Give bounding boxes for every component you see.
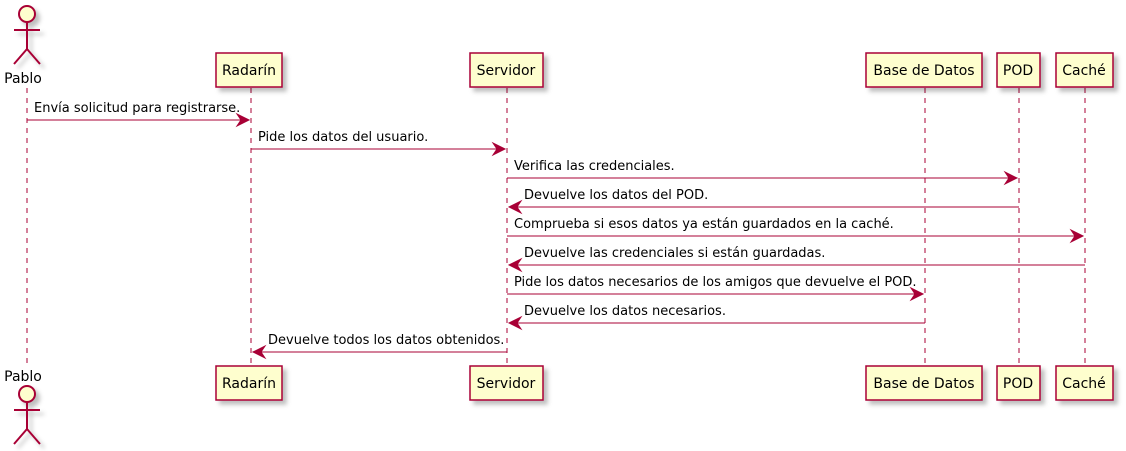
message-4: Devuelve los datos del POD. [507, 188, 1019, 215]
participant-radarin-top: Radarín [215, 52, 283, 88]
participant-basedatos-bottom-label: Base de Datos [873, 376, 974, 392]
participant-pod-top-label: POD [1003, 63, 1033, 79]
actor-head-icon [18, 5, 36, 23]
participant-radarin-top-label: Radarín [222, 63, 276, 79]
message-8-label: Devuelve los datos necesarios. [524, 304, 726, 319]
message-6: Devuelve las credenciales si están guard… [507, 246, 1085, 273]
participant-pod-top: POD [996, 52, 1041, 88]
participant-servidor-bottom-label: Servidor [477, 376, 536, 392]
message-5-label: Comprueba si esos datos ya están guardad… [514, 217, 894, 232]
message-2: Pide los datos del usuario. [251, 130, 507, 157]
message-4-label: Devuelve los datos del POD. [524, 188, 708, 203]
participant-radarin-bottom-label: Radarín [222, 376, 276, 392]
message-7-label: Pide los datos necesarios de los amigos … [514, 275, 917, 290]
lifelines [26, 88, 1086, 368]
message-9-label: Devuelve todos los datos obtenidos. [268, 333, 504, 348]
participant-boxes-top: Radarín Servidor Base de Datos POD Caché [215, 52, 1114, 88]
message-8: Devuelve los datos necesarios. [507, 304, 925, 331]
participant-radarin-bottom: Radarín [215, 365, 283, 401]
actor-pablo-bottom-label: Pablo [4, 369, 42, 385]
participant-servidor-bottom: Servidor [469, 365, 544, 401]
participant-servidor-top-label: Servidor [477, 63, 536, 79]
actor-pablo-bottom [13, 385, 41, 445]
participant-cache-bottom: Caché [1055, 365, 1114, 401]
participant-cache-top-label: Caché [1062, 63, 1106, 79]
arrow-right-icon [909, 286, 925, 302]
messages: Envía solicitud para registrarse. Pide l… [27, 101, 1085, 360]
arrow-right-icon [1003, 170, 1019, 186]
participant-basedatos-top: Base de Datos [865, 52, 983, 88]
message-1: Envía solicitud para registrarse. [27, 101, 251, 128]
arrow-left-icon [507, 257, 523, 273]
message-5: Comprueba si esos datos ya están guardad… [507, 217, 1085, 244]
arrow-left-icon [251, 344, 267, 360]
arrow-left-icon [507, 199, 523, 215]
participant-basedatos-bottom: Base de Datos [865, 365, 983, 401]
participant-pod-bottom-label: POD [1003, 376, 1033, 392]
actor-head-icon [18, 385, 36, 403]
message-2-label: Pide los datos del usuario. [258, 130, 428, 145]
participant-pod-bottom: POD [996, 365, 1041, 401]
arrow-right-icon [491, 141, 507, 157]
message-1-label: Envía solicitud para registrarse. [34, 101, 240, 116]
message-3: Verifica las credenciales. [507, 159, 1019, 186]
arrow-left-icon [507, 315, 523, 331]
actor-pablo-top [13, 5, 41, 65]
arrow-right-icon [1069, 228, 1085, 244]
participant-cache-bottom-label: Caché [1062, 376, 1106, 392]
message-6-label: Devuelve las credenciales si están guard… [524, 246, 825, 261]
message-3-label: Verifica las credenciales. [514, 159, 675, 174]
actor-pablo-top-label: Pablo [4, 71, 42, 87]
arrow-right-icon [235, 112, 251, 128]
message-9: Devuelve todos los datos obtenidos. [251, 333, 507, 360]
participant-boxes-bottom: Radarín Servidor Base de Datos POD Caché [215, 365, 1114, 401]
message-7: Pide los datos necesarios de los amigos … [507, 275, 925, 302]
participant-basedatos-top-label: Base de Datos [873, 63, 974, 79]
participant-cache-top: Caché [1055, 52, 1114, 88]
participant-servidor-top: Servidor [469, 52, 544, 88]
